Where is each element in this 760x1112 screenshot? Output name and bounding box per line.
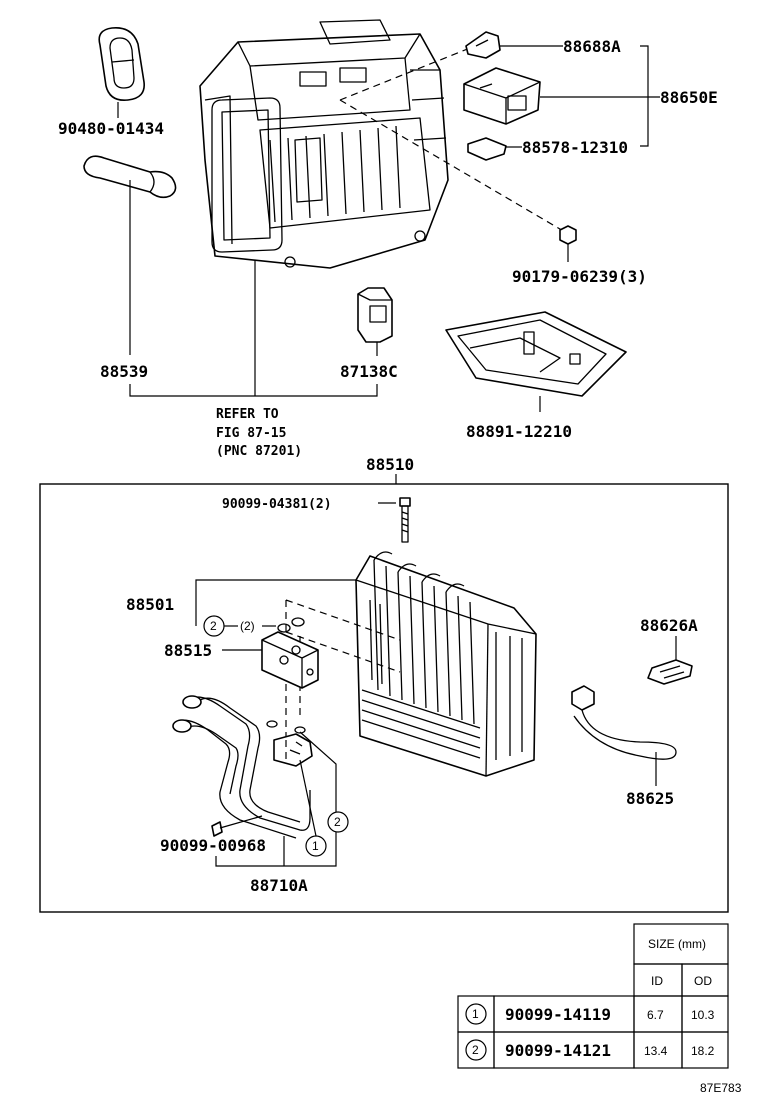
refer-line-3: (PNC 87201) xyxy=(216,444,302,459)
expansion-valve-88515-part xyxy=(261,631,319,689)
label-88650e: 88650E xyxy=(660,88,718,107)
label-90099-04381: 90099-04381(2) xyxy=(222,497,332,512)
table-col-id: ID xyxy=(651,974,663,988)
circle-mark-2-right xyxy=(327,811,349,833)
o-ring-b xyxy=(291,617,305,627)
figure-code: 87E783 xyxy=(700,1081,742,1095)
pad-88578-part xyxy=(467,137,507,161)
pipe-88710a-part xyxy=(172,695,313,839)
screw-90099-00968-part xyxy=(211,815,263,837)
label-88578-12310: 88578-12310 xyxy=(522,138,628,157)
label-88710a: 88710A xyxy=(250,876,308,895)
table-row-1-mark: 1 xyxy=(472,1007,479,1021)
bolt-90099-04381-part xyxy=(399,497,411,543)
table-row-2-mark: 2 xyxy=(472,1043,479,1057)
bracket-refer xyxy=(129,384,378,397)
table-row-2-od: 18.2 xyxy=(691,1044,715,1058)
o-ring-c xyxy=(266,720,278,728)
cooling-unit-housing xyxy=(199,19,449,269)
label-90480-01434: 90480-01434 xyxy=(58,119,164,138)
label-88626a: 88626A xyxy=(640,616,698,635)
circle-mark-1-label: 1 xyxy=(312,839,319,853)
label-90099-00968: 90099-00968 xyxy=(160,836,266,855)
o-ring-a xyxy=(277,623,291,633)
label-88501: 88501 xyxy=(126,595,174,614)
bracket-88650e xyxy=(640,45,649,147)
drain-hose-part xyxy=(83,155,177,199)
bracket-88501 xyxy=(195,579,356,626)
refer-line-1: REFER TO xyxy=(216,407,279,422)
nut-90179-part xyxy=(559,225,577,245)
table-row-1-od: 10.3 xyxy=(691,1008,715,1022)
table-size-header: SIZE (mm) xyxy=(648,937,706,951)
label-88891-12210: 88891-12210 xyxy=(466,422,572,441)
grommet-part xyxy=(98,27,145,102)
circle-mark-1 xyxy=(305,835,327,857)
bracket-88688a-part xyxy=(465,31,501,59)
label-90179-06239: 90179-06239(3) xyxy=(512,267,647,286)
thermistor-clip-88626a-part xyxy=(647,659,693,685)
table-row-2-circle xyxy=(465,1039,487,1061)
table-col-od: OD xyxy=(694,974,712,988)
label-88688a: 88688A xyxy=(563,37,621,56)
dash-to-nut xyxy=(339,99,566,233)
bracket-circles xyxy=(215,731,337,867)
sensor-87138c-part xyxy=(357,287,393,343)
evaporator-core xyxy=(355,551,537,777)
leader-circle-1 xyxy=(299,759,317,837)
size-table xyxy=(457,923,729,1069)
harness-88625-part xyxy=(571,685,677,760)
label-87138c: 87138C xyxy=(340,362,398,381)
table-row-1-part: 90099-14119 xyxy=(505,1005,611,1024)
label-88510: 88510 xyxy=(366,455,414,474)
refer-line-2: FIG 87-15 xyxy=(216,426,286,441)
label-88625: 88625 xyxy=(626,789,674,808)
o-ring-d xyxy=(294,726,306,734)
table-row-1-id: 6.7 xyxy=(647,1008,664,1022)
label-88539: 88539 xyxy=(100,362,148,381)
table-row-1-circle xyxy=(465,1003,487,1025)
amplifier-88650e-part xyxy=(463,67,541,125)
drain-tray-88891-part xyxy=(445,311,627,397)
paren-2-label: (2) xyxy=(240,619,255,633)
evaporator-group-frame xyxy=(39,483,729,913)
circle-mark-2-left-label: 2 xyxy=(210,619,217,633)
table-row-2-part: 90099-14121 xyxy=(505,1041,611,1060)
circle-mark-2-right-label: 2 xyxy=(334,815,341,829)
label-88515: 88515 xyxy=(164,641,212,660)
table-row-2-id: 13.4 xyxy=(644,1044,668,1058)
dash-alignment xyxy=(285,599,401,760)
